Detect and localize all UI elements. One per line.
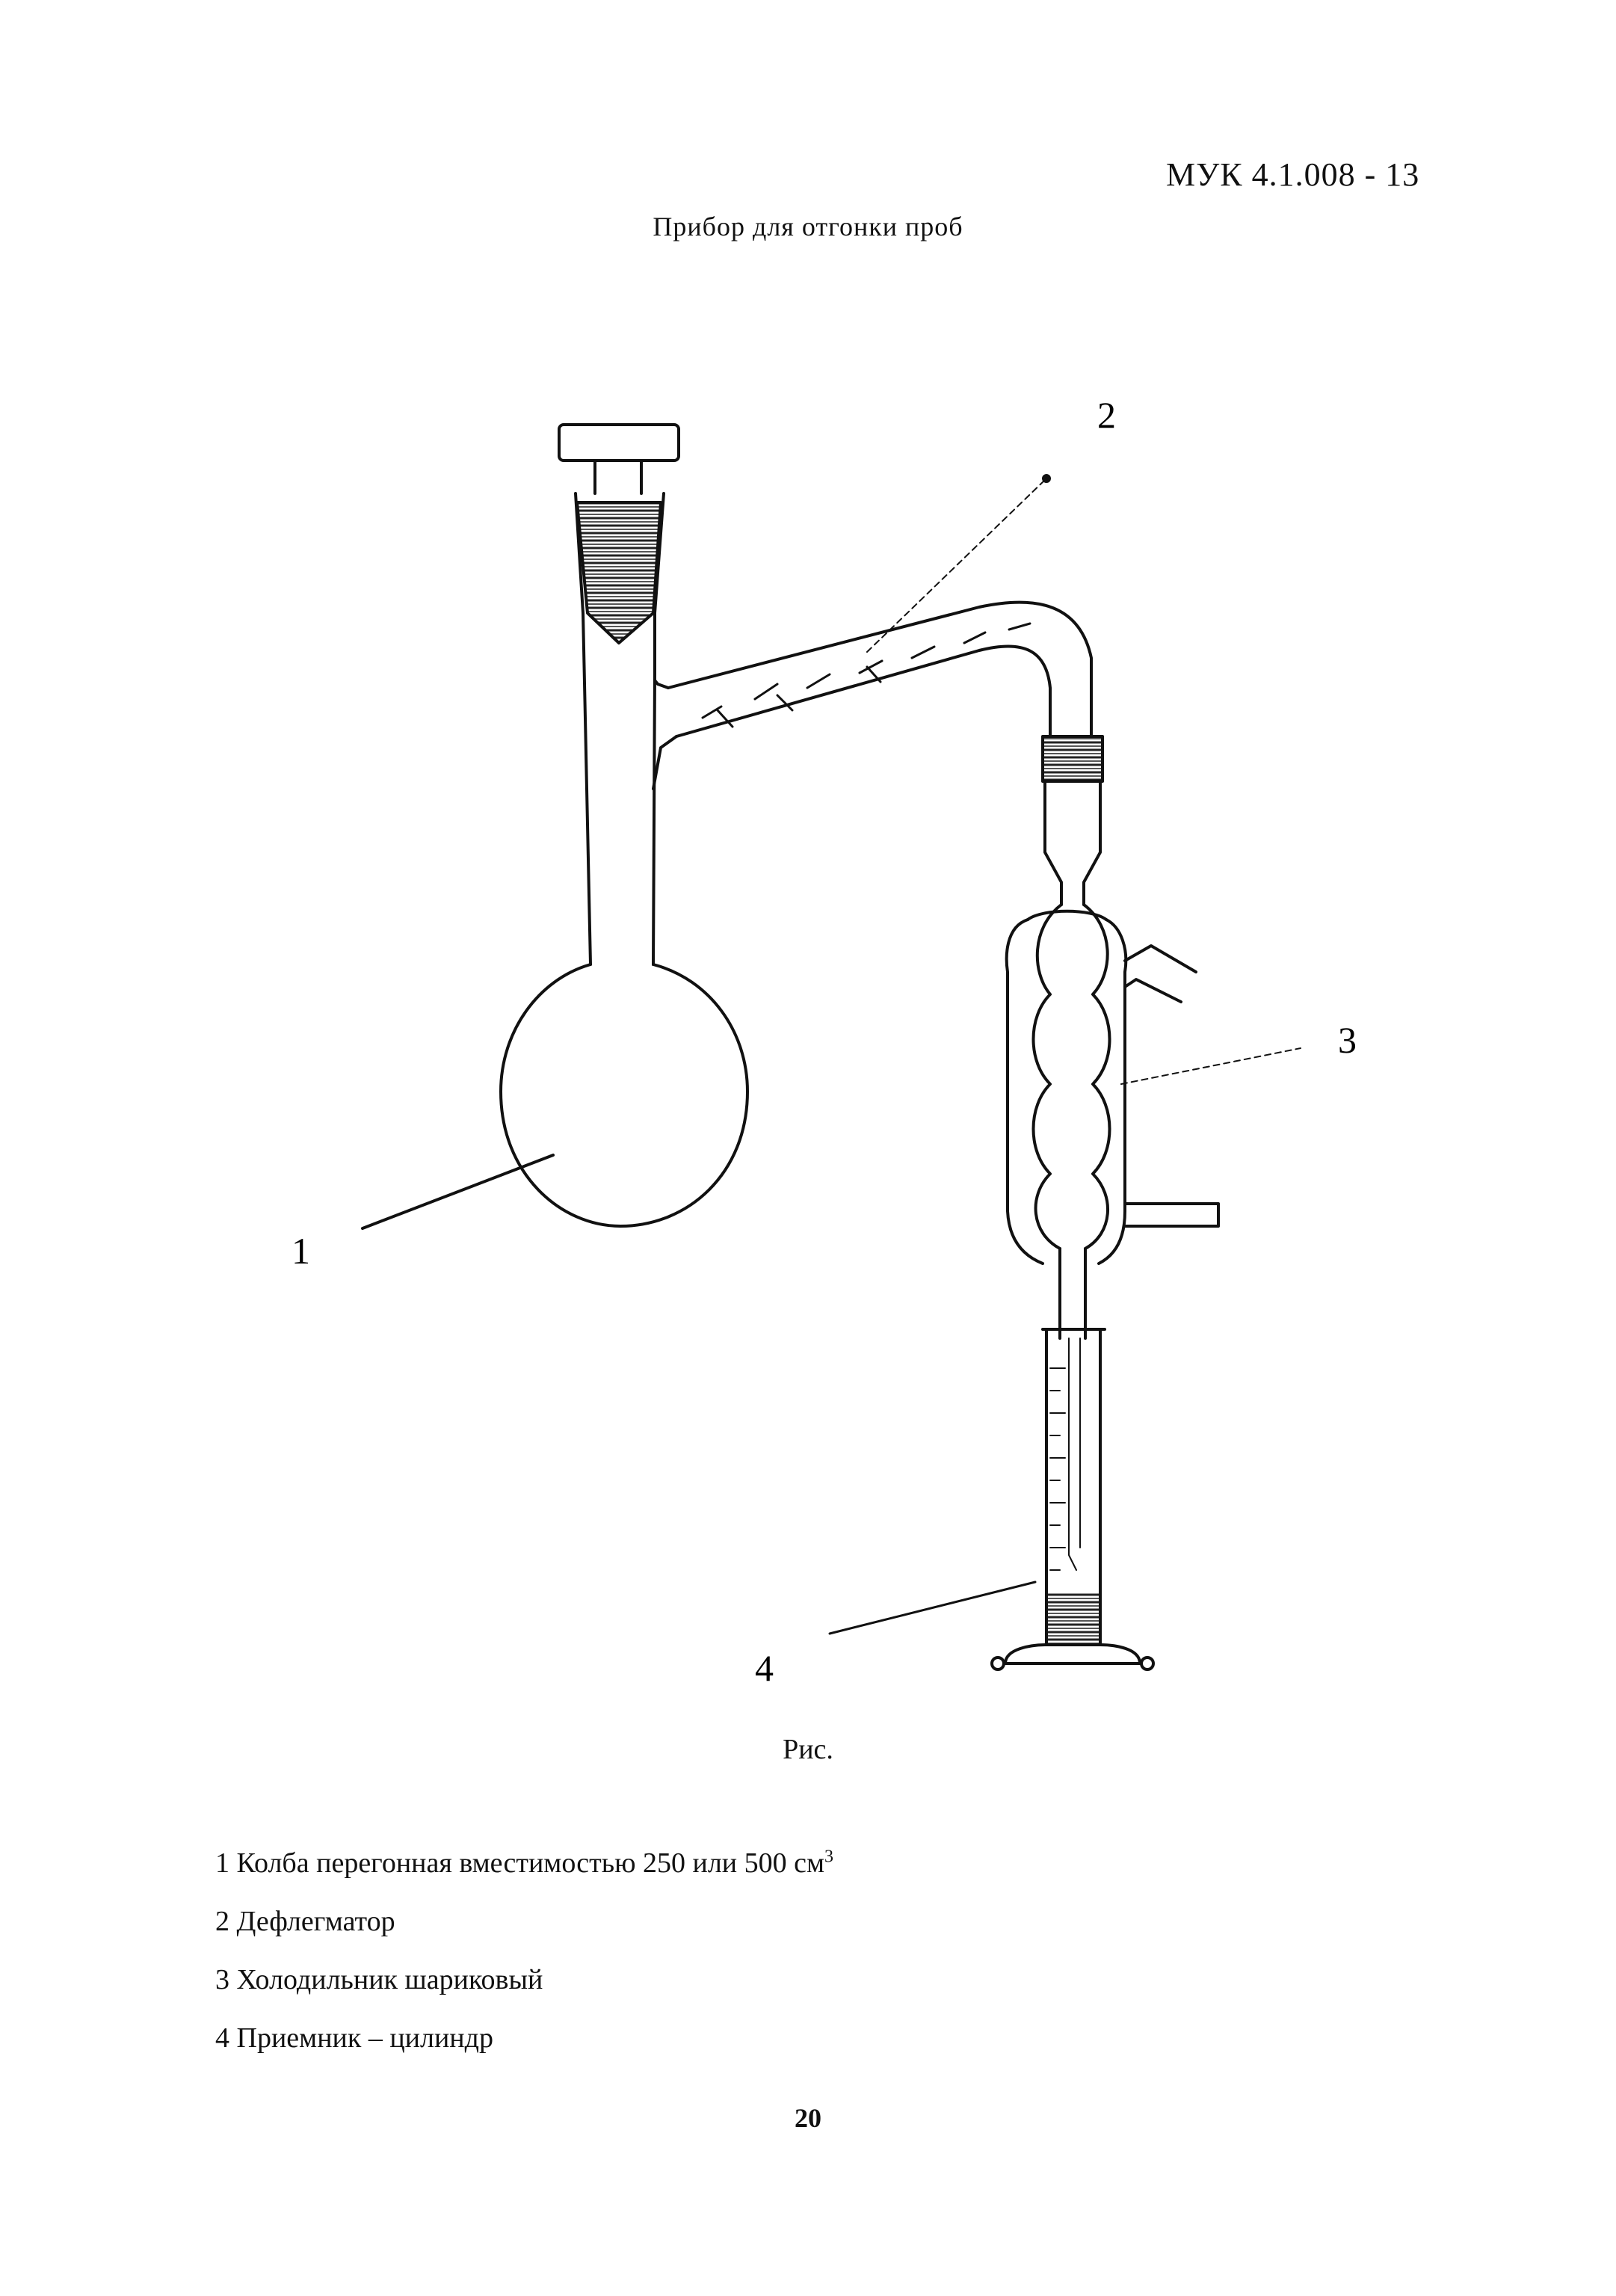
cylinder-foot-right — [1140, 1656, 1155, 1671]
receiver-cylinder — [828, 1328, 1155, 1671]
condenser-water-outlet — [1123, 944, 1197, 1003]
flask-bulb — [499, 963, 749, 1228]
legend-item: 3 Холодильник шариковый — [215, 1963, 543, 1996]
flask-neck-right — [652, 492, 665, 966]
callout-4: 4 — [755, 1647, 774, 1689]
dephlegmator-tube-lower — [675, 644, 1052, 742]
condenser-inner-bulbs-right — [1082, 903, 1111, 1250]
flask-stopper-stem — [593, 459, 643, 495]
adapter-joint — [1041, 735, 1104, 906]
flask-stopper-ground-joint — [576, 501, 662, 644]
dephlegmator-leader-dot — [1042, 474, 1051, 483]
legend-item-text: 4 Приемник – цилиндр — [215, 2022, 493, 2054]
condenser-water-inlet — [1123, 1202, 1220, 1228]
adapter-body — [1043, 780, 1102, 906]
flask-neck-left — [574, 492, 592, 966]
cylinder-base — [1004, 1643, 1141, 1665]
flask-stopper-cap — [558, 423, 680, 462]
dephlegmator-tube-upper — [667, 600, 1093, 742]
adapter-rubber-sleeve — [1041, 735, 1104, 783]
callout-2: 2 — [1097, 394, 1116, 436]
distillation-flask — [499, 423, 749, 1228]
figure-title: Прибор для отгонки проб — [653, 212, 963, 241]
legend-item-superscript: 3 — [824, 1847, 834, 1867]
condenser-inner-bulbs-left — [1031, 903, 1063, 1250]
dephlegmator — [667, 474, 1093, 742]
cylinder-walls — [1045, 1329, 1102, 1646]
callout-3: 3 — [1338, 1019, 1357, 1061]
cylinder-graduations — [1049, 1367, 1066, 1571]
legend-item-text: 2 Дефлегматор — [215, 1906, 395, 1937]
condenser-drip-tube — [1058, 1247, 1087, 1340]
dephlegmator-leader-line — [866, 478, 1047, 653]
legend-item: 2 Дефлегматор — [215, 1905, 395, 1938]
legend-item-text: 3 Холодильник шариковый — [215, 1964, 543, 1995]
cylinder-leader-line — [828, 1581, 1037, 1635]
legend-item: 4 Приемник – цилиндр — [215, 2022, 493, 2055]
cylinder-liquid — [1048, 1592, 1099, 1643]
legend-item: 1 Колба перегонная вместимостью 250 или … — [215, 1847, 833, 1880]
callout-1: 1 — [292, 1230, 310, 1272]
document-code: МУК 4.1.008 - 13 — [1166, 156, 1420, 193]
cylinder-inner-tube — [1068, 1338, 1081, 1571]
figure-caption: Рис. — [783, 1734, 833, 1765]
cylinder-foot-left — [990, 1656, 1005, 1671]
condenser-jacket — [1005, 918, 1128, 1265]
page-number: 20 — [795, 2103, 821, 2133]
condenser-leader-line — [1120, 1047, 1301, 1085]
ball-condenser — [1005, 903, 1301, 1340]
legend-item-text: 1 Колба перегонная вместимостью 250 или … — [215, 1847, 825, 1879]
dephlegmator-marks — [701, 622, 1031, 728]
condenser-top-cap — [1026, 909, 1108, 921]
flask-side-arm-joint — [652, 679, 678, 790]
flask-leader-line — [361, 1154, 555, 1230]
